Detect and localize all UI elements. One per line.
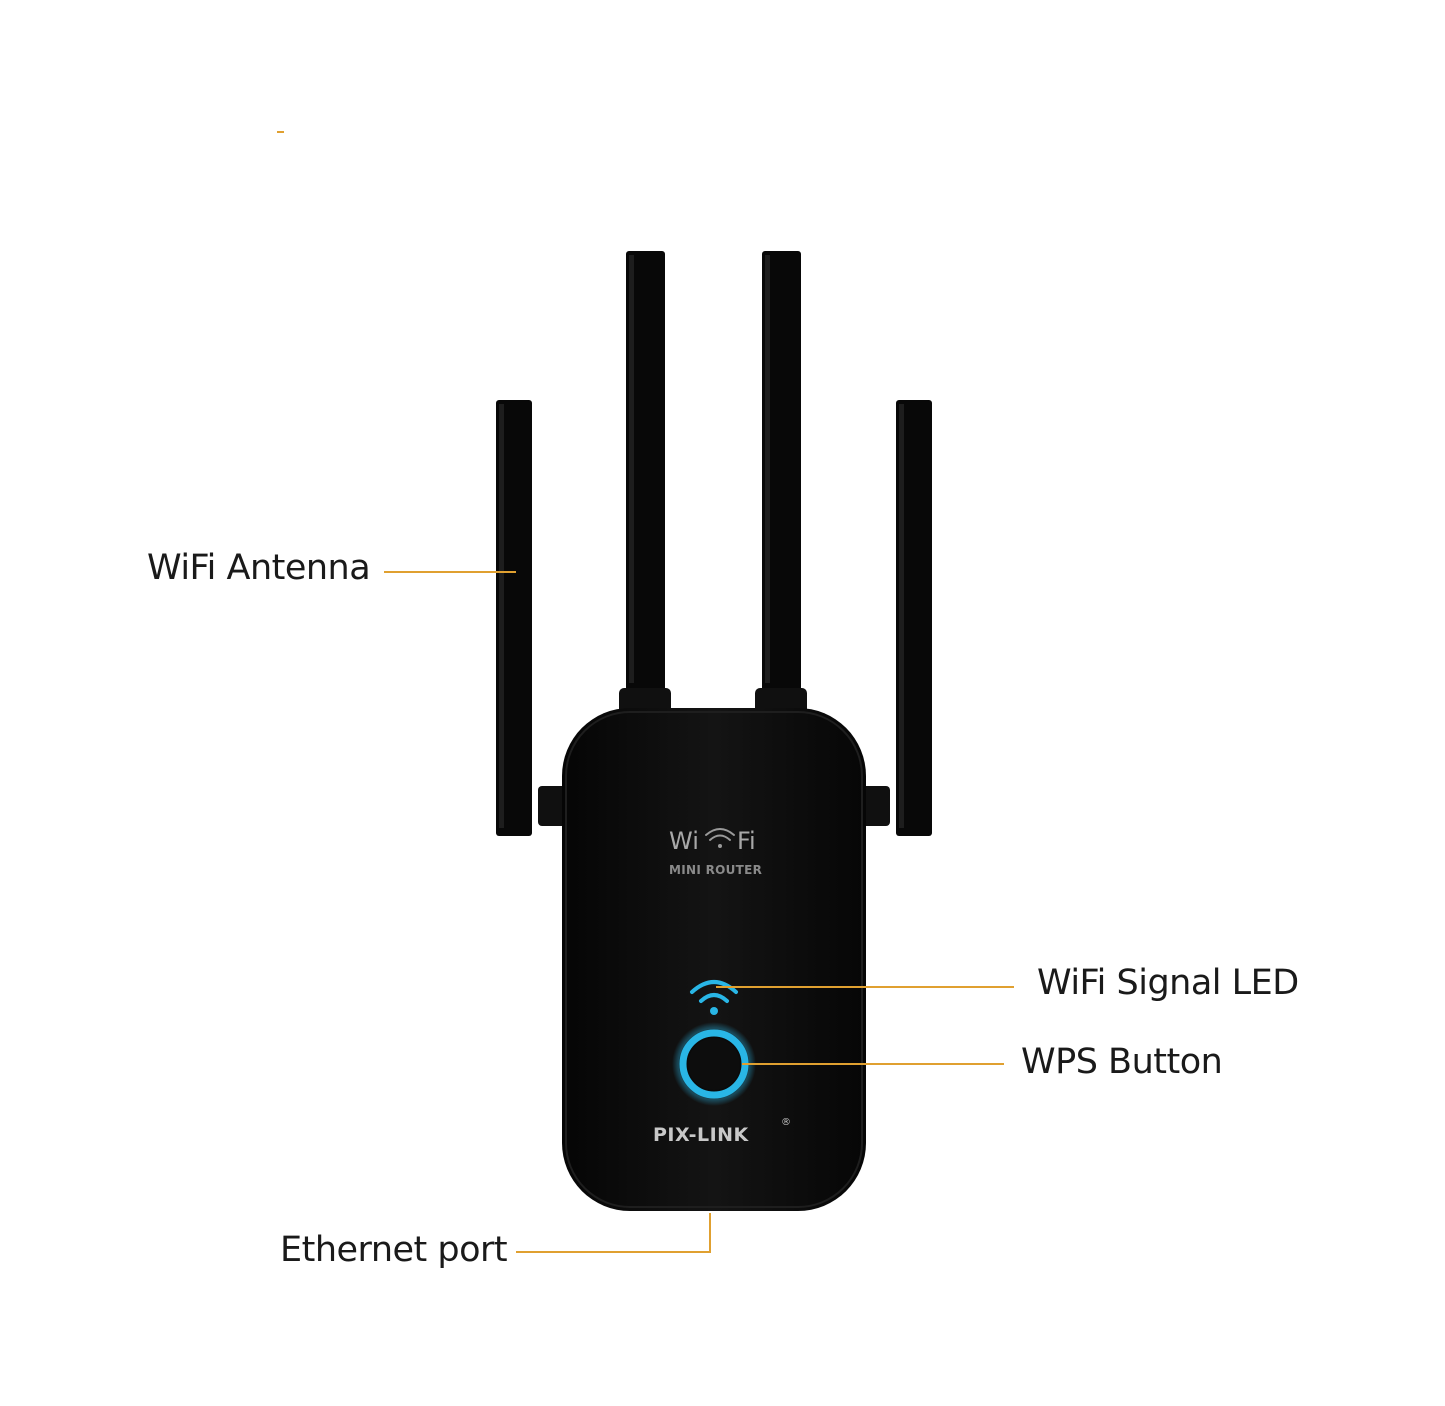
label-wps-button: WPS Button (1021, 1042, 1223, 1082)
wifi-logo-text-left: Wi (669, 827, 699, 855)
wifi-logo-text-right: Fi (737, 827, 756, 855)
model-text: MINI ROUTER (669, 863, 763, 877)
antenna-inner-right (755, 251, 807, 718)
antenna-outer-left (496, 400, 568, 836)
antenna-outer-right (860, 400, 932, 836)
label-wifi-signal-led: WiFi Signal LED (1037, 963, 1299, 1003)
label-wifi-antenna: WiFi Antenna (147, 548, 371, 588)
router-body (562, 708, 866, 1211)
leader-line-ethernet (516, 1213, 711, 1253)
wps-button-icon (672, 1022, 756, 1106)
wifi-logo-icon (705, 828, 735, 848)
router-body-edge-highlight (565, 711, 863, 1208)
label-ethernet-port: Ethernet port (280, 1230, 508, 1270)
wifi-signal-led-icon (690, 980, 738, 1015)
registered-mark: ® (781, 1117, 791, 1128)
brand-logo: PIX-LINK (653, 1124, 749, 1146)
antenna-inner-left (619, 251, 671, 718)
